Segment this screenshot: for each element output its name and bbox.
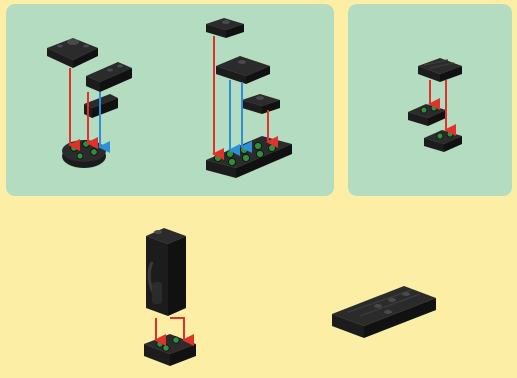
main-build-result bbox=[332, 286, 436, 338]
plate-1x2-left bbox=[408, 104, 446, 126]
plate-2x2-round-stud bbox=[47, 38, 98, 68]
tile-1x2-top bbox=[206, 18, 244, 38]
bracket-1x2-upright bbox=[86, 62, 132, 92]
sub-assembly-step-a bbox=[47, 38, 132, 168]
tile-1x2-side bbox=[242, 94, 280, 114]
main-build-step-d bbox=[144, 228, 196, 366]
sub-assembly-step-b bbox=[206, 18, 292, 178]
plate-2x2 bbox=[216, 56, 270, 84]
sub-assembly-step-c bbox=[408, 58, 462, 152]
plate-2x2-base bbox=[144, 334, 196, 366]
tile-1x2 bbox=[418, 58, 462, 82]
plate-4x6-base bbox=[206, 136, 292, 178]
plate-1x2-right bbox=[424, 130, 462, 152]
panel-upright bbox=[146, 228, 186, 316]
